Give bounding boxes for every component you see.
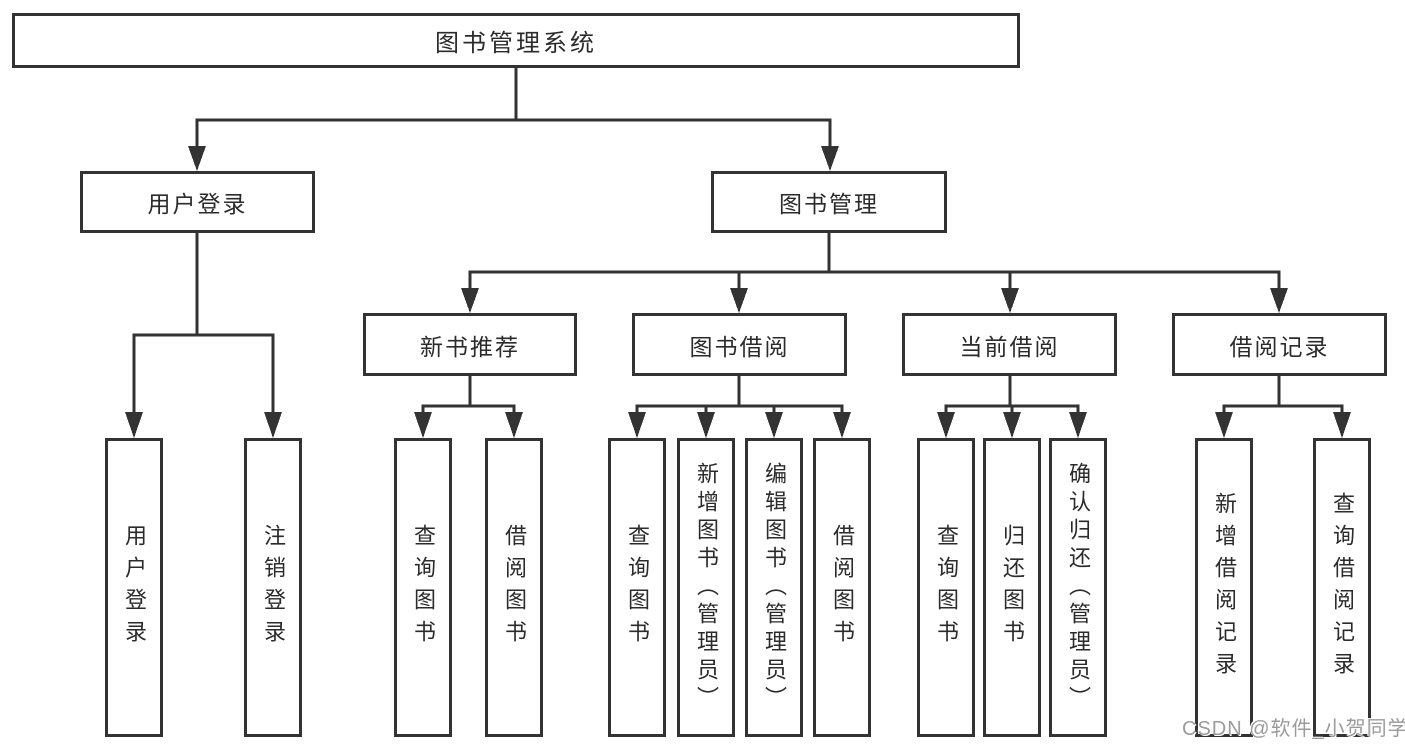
leaf-logout-label: 注销登录 xyxy=(261,523,286,652)
arrow-down-icon xyxy=(730,288,748,313)
leaf-return-books-label: 归还图书 xyxy=(1000,523,1025,652)
arrow-down-icon xyxy=(461,288,479,313)
leaf-borrow-books: 借阅图书 xyxy=(485,438,543,737)
node-new-book-recommend-label: 新书推荐 xyxy=(420,333,520,360)
arrow-down-icon xyxy=(1069,412,1087,438)
leaf-query-books-label: 查询图书 xyxy=(934,523,959,652)
node-root-label: 图书管理系统 xyxy=(435,30,597,57)
node-borrowing-records: 借阅记录 xyxy=(1172,313,1387,376)
arrow-down-icon xyxy=(414,412,432,438)
node-user-login-label: 用户登录 xyxy=(147,191,248,217)
node-new-book-recommend: 新书推荐 xyxy=(363,313,577,376)
leaf-return-books: 归还图书 xyxy=(983,438,1041,737)
leaf-borrow-books-label: 借阅图书 xyxy=(502,523,527,652)
connector-current-borrow-children xyxy=(937,376,1087,438)
arrow-down-icon xyxy=(1270,288,1288,313)
leaf-borrow-books-label: 借阅图书 xyxy=(830,523,855,652)
node-current-borrowing-label: 当前借阅 xyxy=(959,333,1060,360)
leaf-query-books-label: 查询图书 xyxy=(625,523,650,652)
leaf-query-borrow-record-label: 查询借阅记录 xyxy=(1330,491,1355,684)
leaf-logout: 注销登录 xyxy=(244,438,302,737)
leaf-query-books-label: 查询图书 xyxy=(411,523,436,652)
arrow-down-icon xyxy=(697,412,715,438)
arrow-down-icon xyxy=(765,412,783,438)
arrow-down-icon xyxy=(505,412,523,438)
leaf-add-books-admin-label: 新增图书（管理员） xyxy=(694,461,719,714)
leaf-edit-books-admin: 编辑图书（管理员） xyxy=(745,438,803,737)
leaf-add-borrow-record-label: 新增借阅记录 xyxy=(1212,491,1237,684)
arrow-down-icon xyxy=(188,146,206,171)
csdn-watermark: CSDN @软件_小贺同学 xyxy=(1182,718,1405,740)
node-book-borrowing: 图书借阅 xyxy=(632,313,847,376)
node-user-login: 用户登录 xyxy=(80,171,315,233)
leaf-user-login: 用户登录 xyxy=(105,438,163,737)
connector-borrow-record-children xyxy=(1215,376,1351,438)
arrow-down-icon xyxy=(628,412,646,438)
connector-book-borrow-children xyxy=(628,376,851,438)
leaf-add-borrow-record: 新增借阅记录 xyxy=(1195,438,1253,737)
arrow-down-icon xyxy=(1003,412,1021,438)
leaf-query-borrow-record: 查询借阅记录 xyxy=(1313,438,1371,737)
connector-root-to-level2 xyxy=(188,68,839,171)
leaf-borrow-books: 借阅图书 xyxy=(813,438,871,737)
arrow-down-icon xyxy=(937,412,955,438)
node-borrowing-records-label: 借阅记录 xyxy=(1229,333,1330,360)
leaf-confirm-return-admin-label: 确认归还（管理员） xyxy=(1066,461,1091,714)
leaf-query-books: 查询图书 xyxy=(608,438,666,737)
node-book-borrowing-label: 图书借阅 xyxy=(689,333,790,360)
leaf-confirm-return-admin: 确认归还（管理员） xyxy=(1049,438,1107,737)
arrow-down-icon xyxy=(264,412,282,438)
node-book-management-label: 图书管理 xyxy=(779,191,879,217)
leaf-query-books: 查询图书 xyxy=(394,438,452,737)
arrow-down-icon xyxy=(1333,412,1351,438)
node-current-borrowing: 当前借阅 xyxy=(902,313,1117,376)
connector-new-book-children xyxy=(414,376,523,438)
node-root: 图书管理系统 xyxy=(12,13,1020,68)
leaf-edit-books-admin-label: 编辑图书（管理员） xyxy=(762,461,787,714)
arrow-down-icon xyxy=(125,412,143,438)
arrow-down-icon xyxy=(1215,412,1233,438)
leaf-user-login-label: 用户登录 xyxy=(122,523,147,652)
connector-book-mgmt-children xyxy=(461,233,1288,313)
leaf-query-books: 查询图书 xyxy=(917,438,975,737)
arrow-down-icon xyxy=(833,412,851,438)
leaf-add-books-admin: 新增图书（管理员） xyxy=(677,438,735,737)
arrow-down-icon xyxy=(1001,288,1019,313)
connector-user-login-children xyxy=(125,233,282,438)
arrow-down-icon xyxy=(821,146,839,171)
node-book-management: 图书管理 xyxy=(711,171,947,233)
